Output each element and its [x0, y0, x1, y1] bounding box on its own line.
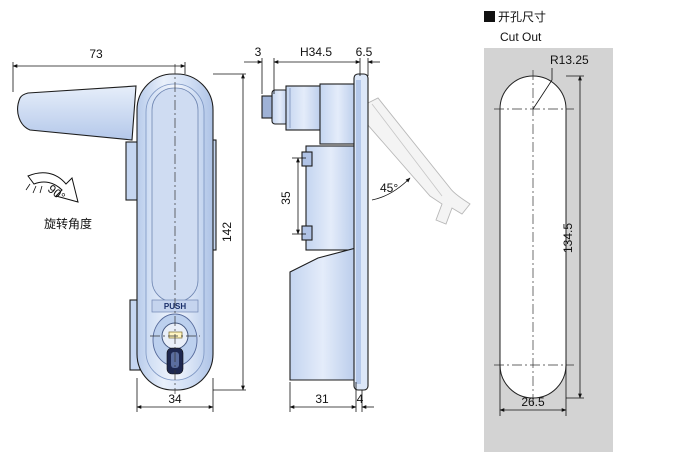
dim-142: 142 [220, 222, 234, 242]
rotation-arrow-icon [27, 172, 79, 203]
dim-3: 3 [255, 45, 262, 59]
rotation-label: 旋转角度 [44, 216, 92, 231]
side-body [289, 247, 357, 381]
cutout-view: 开孔尺寸 Cut Out R13.25 134.5 26.5 [484, 10, 613, 452]
dim-angle-45: 45° [380, 181, 398, 195]
cutout-title-cn: 开孔尺寸 [498, 10, 546, 24]
key-slot [168, 331, 183, 339]
mounting-block [305, 145, 357, 251]
dim-cutout-height: 134.5 [561, 223, 575, 253]
hinge-block [125, 141, 139, 201]
dim-34: 34 [168, 392, 182, 406]
lever-handle [17, 85, 137, 141]
front-view: PUSH 73 34 142 90° 旋转角度 [12, 47, 246, 412]
title-square-icon [484, 11, 495, 22]
dim-73: 73 [89, 47, 103, 61]
side-view: 3 H34.5 6.5 35 31 4 45° [244, 45, 471, 412]
dim-cutout-width: 26.5 [521, 395, 545, 409]
dim-radius: R13.25 [550, 53, 589, 67]
dim-4: 4 [357, 392, 364, 406]
dim-35: 35 [279, 191, 293, 205]
dim-h34-5: H34.5 [300, 45, 332, 59]
dim-31: 31 [315, 392, 329, 406]
dim-6-5: 6.5 [356, 45, 373, 59]
cutout-title-en: Cut Out [500, 30, 542, 44]
